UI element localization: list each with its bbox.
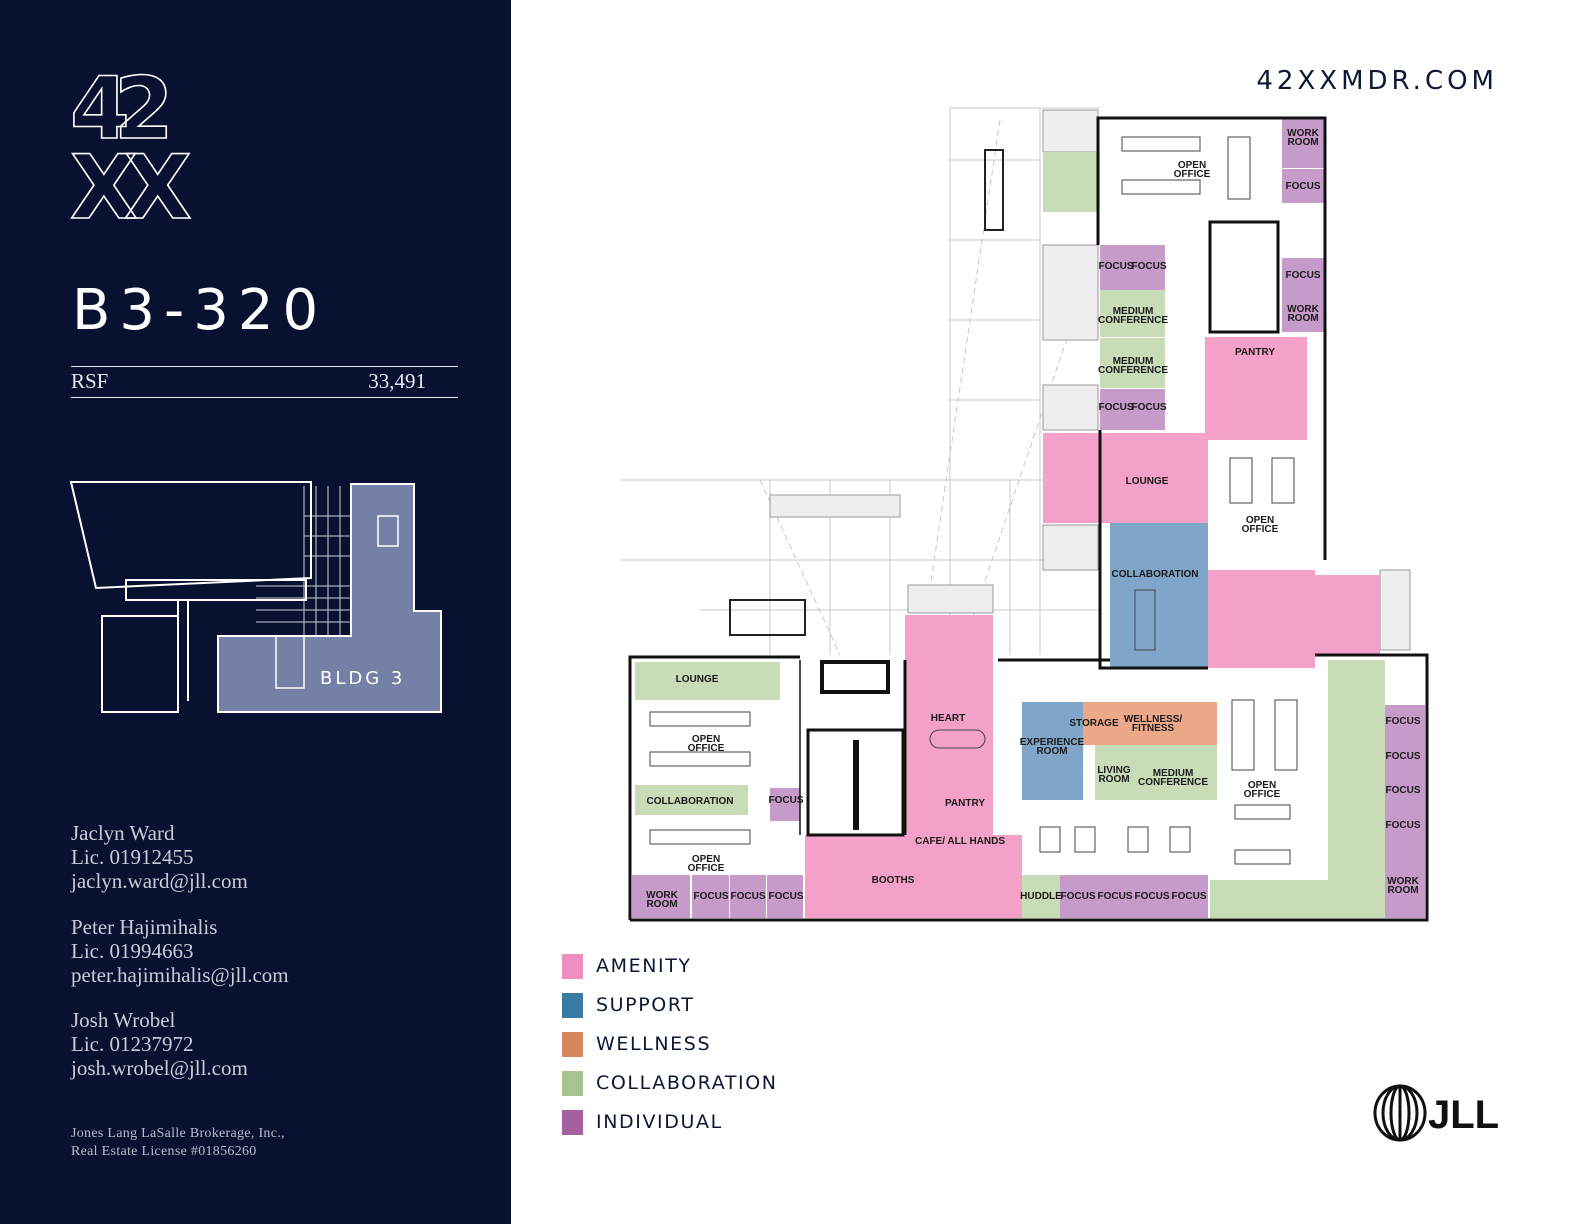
jll-logo: JLL bbox=[1373, 1084, 1498, 1142]
42xx-logo: 42 XX bbox=[69, 66, 205, 226]
room-label: FOCUS bbox=[1286, 270, 1321, 281]
suite-number: B3-320 bbox=[72, 278, 328, 343]
legend-swatch bbox=[562, 1071, 583, 1096]
zones bbox=[632, 118, 1425, 918]
room-label: FOCUS bbox=[769, 795, 804, 806]
room-label: FOCUS bbox=[1099, 261, 1134, 272]
room-label: HUDDLE bbox=[1020, 891, 1062, 902]
room-label: COLLABORATION bbox=[1111, 569, 1198, 580]
legend-swatch bbox=[562, 1110, 583, 1135]
contact-card: Peter Hajimihalis Lic. 01994663 peter.ha… bbox=[71, 915, 289, 987]
room-label: HEART bbox=[931, 713, 965, 724]
room-label: WELLNESS/FITNESS bbox=[1124, 714, 1183, 734]
disclaimer-line: Jones Lang LaSalle Brokerage, Inc., bbox=[71, 1126, 285, 1141]
contact-email[interactable]: peter.hajimihalis@jll.com bbox=[71, 963, 289, 987]
walls bbox=[628, 116, 1429, 922]
room-label: LOUNGE bbox=[1126, 476, 1169, 487]
key-plan-bldg-3-highlight bbox=[217, 483, 442, 713]
key-plan-label: BLDG 3 bbox=[320, 668, 405, 689]
room-label: FOCUS bbox=[1386, 716, 1421, 727]
room-label: FOCUS bbox=[694, 891, 729, 902]
key-plan-connector bbox=[125, 579, 307, 601]
contact-card: Jaclyn Ward Lic. 01912455 jaclyn.ward@jl… bbox=[71, 821, 248, 893]
disclaimer-line: Real Estate License #01856260 bbox=[71, 1144, 257, 1159]
rsf-row: RSF 33,491 bbox=[71, 366, 458, 398]
furniture bbox=[649, 136, 1298, 865]
disclaimer: Jones Lang LaSalle Brokerage, Inc., Real… bbox=[71, 1125, 285, 1161]
legend-swatch bbox=[562, 993, 583, 1018]
contact-card: Josh Wrobel Lic. 01237972 josh.wrobel@jl… bbox=[71, 1008, 248, 1080]
room-label: FOCUS bbox=[1135, 891, 1170, 902]
room-label: FOCUS bbox=[1386, 820, 1421, 831]
website-url[interactable]: 42XXMDR.COM bbox=[1256, 66, 1498, 96]
contact-email[interactable]: jaclyn.ward@jll.com bbox=[71, 869, 248, 893]
room-label: FOCUS bbox=[1386, 785, 1421, 796]
legend-swatch bbox=[562, 1032, 583, 1057]
contact-license: Lic. 01912455 bbox=[71, 845, 194, 869]
contact-license: Lic. 01994663 bbox=[71, 939, 194, 963]
room-label: FOCUS bbox=[1132, 261, 1167, 272]
contact-name: Josh Wrobel bbox=[71, 1008, 176, 1032]
legend-label: AMENITY bbox=[596, 955, 692, 977]
room-label: FOCUS bbox=[1286, 181, 1321, 192]
legend-label: INDIVIDUAL bbox=[596, 1111, 723, 1133]
room-label: FOCUS bbox=[1061, 891, 1096, 902]
room-label: FOCUS bbox=[769, 891, 804, 902]
key-plan-building-1 bbox=[69, 481, 312, 590]
stair bbox=[984, 149, 1004, 231]
room-label: CAFE/ ALL HANDS bbox=[915, 836, 1005, 847]
legend-label: COLLABORATION bbox=[596, 1072, 778, 1094]
contact-name: Peter Hajimihalis bbox=[71, 915, 218, 939]
room-label: FOCUS bbox=[1098, 891, 1133, 902]
rsf-label: RSF bbox=[71, 369, 109, 393]
contact-email[interactable]: josh.wrobel@jll.com bbox=[71, 1056, 248, 1080]
room-label: STORAGE bbox=[1069, 718, 1119, 729]
legend-label: SUPPORT bbox=[596, 994, 695, 1016]
room-label: LOUNGE bbox=[676, 674, 719, 685]
room-label: FOCUS bbox=[1386, 751, 1421, 762]
legend-label: WELLNESS bbox=[596, 1033, 712, 1055]
room-label: COLLABORATION bbox=[646, 796, 733, 807]
rsf-value: 33,491 bbox=[368, 369, 426, 393]
room-label: PANTRY bbox=[1235, 347, 1275, 358]
contact-name: Jaclyn Ward bbox=[71, 821, 175, 845]
legend-swatch bbox=[562, 954, 583, 979]
room-label: PANTRY bbox=[945, 798, 985, 809]
jll-logo-text: JLL bbox=[1428, 1093, 1498, 1137]
room-label: FOCUS bbox=[1172, 891, 1207, 902]
contact-license: Lic. 01237972 bbox=[71, 1032, 194, 1056]
room-label: FOCUS bbox=[1132, 402, 1167, 413]
room-label: FOCUS bbox=[1099, 402, 1134, 413]
room-label: FOCUS bbox=[731, 891, 766, 902]
key-plan: BLDG 3 bbox=[69, 481, 442, 713]
info-panel: 42 XX B3-320 RSF 33,491 BLDG 3 Jaclyn Wa… bbox=[0, 0, 511, 1224]
room-label: BOOTHS bbox=[872, 875, 915, 886]
atrium-grid bbox=[620, 107, 1100, 656]
stair bbox=[729, 599, 806, 636]
